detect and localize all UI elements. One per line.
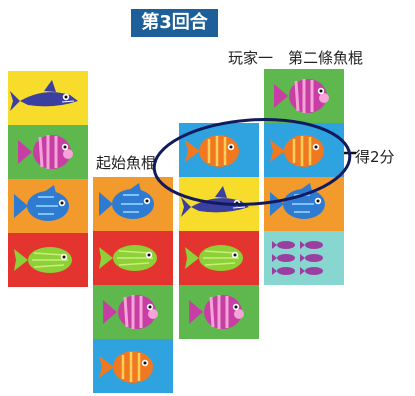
- angel-fish-icon: [103, 295, 158, 329]
- lemon-fish-tile: [179, 231, 259, 285]
- round-fish-icon: [99, 183, 154, 219]
- shark-fish-tile: [8, 71, 88, 125]
- angel-fish-icon: [189, 295, 244, 329]
- angel-fish-icon: [274, 79, 329, 113]
- lemon-fish-icon: [99, 245, 157, 271]
- angel-fish-tile: [8, 125, 88, 179]
- shark-fish-icon: [181, 186, 249, 217]
- clown-fish-tile: [93, 339, 173, 393]
- shark-fish-tile: [179, 177, 259, 231]
- angel-fish-tile: [93, 285, 173, 339]
- round-fish-icon: [270, 183, 325, 219]
- angel-fish-tile: [264, 69, 344, 123]
- round-fish-tile: [264, 177, 344, 231]
- angel-fish-tile: [179, 285, 259, 339]
- clown-fish-icon: [270, 135, 324, 167]
- round-title: 第3回合: [131, 9, 218, 37]
- clown-fish-tile: [264, 123, 344, 177]
- round-fish-tile: [8, 179, 88, 233]
- lemon-fish-tile: [8, 233, 88, 287]
- round-fish-icon: [14, 185, 69, 221]
- lemon-fish-icon: [14, 247, 72, 273]
- score-label: 得2分: [355, 148, 395, 166]
- fish-stick-1[interactable]: [8, 71, 88, 287]
- clown-fish-tile: [179, 123, 259, 177]
- school-fish-icon: [272, 241, 323, 275]
- lemon-fish-icon: [185, 245, 243, 271]
- fish-stick-3[interactable]: [179, 123, 259, 339]
- fish-stick-player[interactable]: [264, 69, 344, 285]
- start-stick-label: 起始魚棍: [96, 154, 157, 172]
- player-stick-label: 玩家一 第二條魚棍: [228, 49, 364, 67]
- angel-fish-icon: [18, 135, 73, 169]
- shark-fish-icon: [10, 80, 78, 111]
- clown-fish-icon: [99, 351, 153, 383]
- round-fish-tile: [93, 177, 173, 231]
- school-fish-tile: [264, 231, 344, 285]
- clown-fish-icon: [185, 135, 239, 167]
- fish-stick-start[interactable]: [93, 177, 173, 393]
- lemon-fish-tile: [93, 231, 173, 285]
